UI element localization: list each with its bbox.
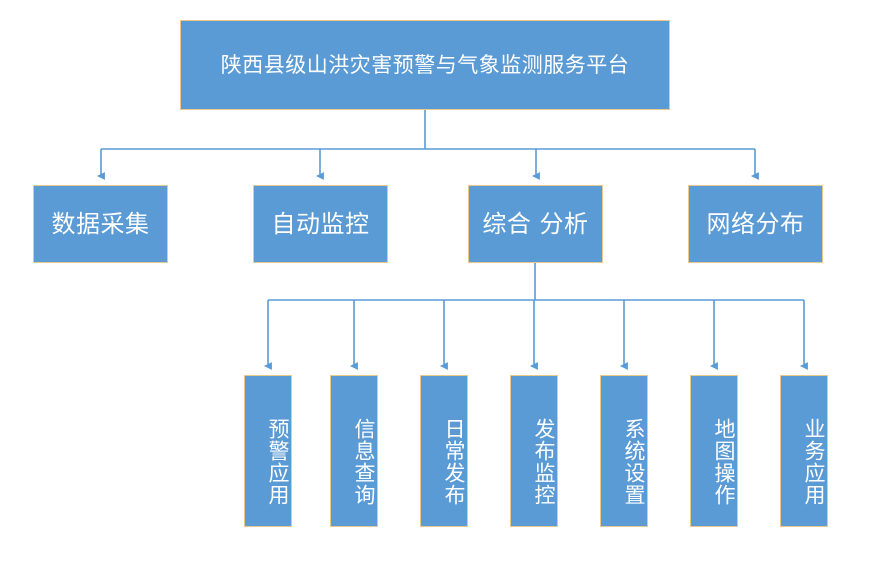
node-level2-data-collection[interactable]: 数据采集 [33, 185, 168, 263]
node-level3-information-query[interactable]: 信息查询 [330, 375, 378, 527]
node-level2-comprehensive-analysis[interactable]: 综合 分析 [468, 185, 603, 263]
node-level2-auto-monitoring[interactable]: 自动监控 [253, 185, 388, 263]
node-root[interactable]: 陕西县级山洪灾害预警与气象监测服务平台 [180, 20, 670, 110]
node-level3-release-monitoring[interactable]: 发布监控 [510, 375, 558, 527]
node-level3-daily-release-label: 日常发布 [442, 418, 466, 506]
node-level2-network-distribution-label: 网络分布 [706, 209, 805, 238]
node-level3-system-settings-label: 系统设置 [622, 418, 646, 506]
node-level3-business-application-label: 业务应用 [802, 418, 826, 506]
node-level3-warning-application[interactable]: 预警应用 [244, 375, 292, 527]
node-level2-network-distribution[interactable]: 网络分布 [688, 185, 823, 263]
node-level2-data-collection-label: 数据采集 [51, 209, 150, 238]
node-level3-map-operation-label: 地图操作 [712, 418, 736, 506]
node-level3-release-monitoring-label: 发布监控 [532, 418, 556, 506]
node-level3-business-application[interactable]: 业务应用 [780, 375, 828, 527]
node-root-label: 陕西县级山洪灾害预警与气象监测服务平台 [220, 52, 630, 77]
node-level3-system-settings[interactable]: 系统设置 [600, 375, 648, 527]
node-level3-information-query-label: 信息查询 [352, 418, 376, 506]
node-level2-comprehensive-analysis-label: 综合 分析 [482, 209, 589, 238]
node-level2-auto-monitoring-label: 自动监控 [271, 209, 370, 238]
node-level3-map-operation[interactable]: 地图操作 [690, 375, 738, 527]
node-level3-warning-application-label: 预警应用 [266, 418, 290, 506]
node-level3-daily-release[interactable]: 日常发布 [420, 375, 468, 527]
